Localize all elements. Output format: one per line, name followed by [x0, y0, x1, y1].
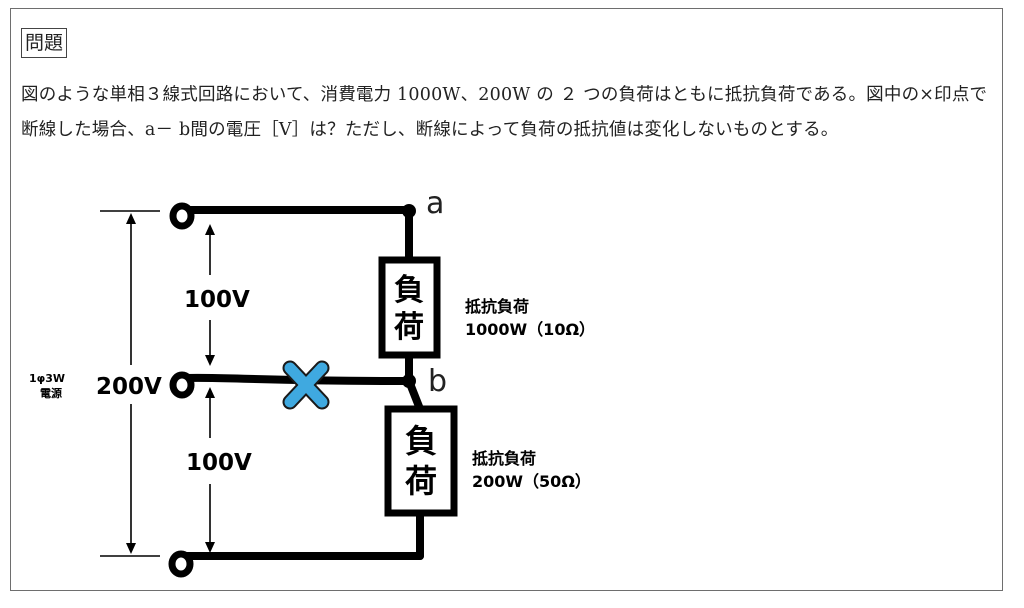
- break-mark-icon: [282, 360, 330, 410]
- problem-heading: 問題: [21, 28, 68, 58]
- load-upper-char2: 荷: [394, 310, 424, 345]
- source-terminals: [168, 202, 195, 578]
- problem-frame: [10, 8, 1003, 591]
- load-upper-char1: 負: [394, 273, 424, 308]
- load-upper-type: 抵抗負荷: [465, 297, 529, 316]
- load-lower-char2: 荷: [405, 462, 437, 500]
- load-lower-rating: 200W（50Ω）: [472, 472, 591, 491]
- junction-a-dot: [402, 204, 416, 218]
- question-text: 図のような単相３線式回路において、消費電力 1000W、200W の ２ つの負…: [21, 85, 988, 140]
- dimension-lines: [100, 210, 211, 557]
- dimension-arrowheads: [126, 213, 215, 554]
- point-b-label: b: [428, 364, 447, 399]
- source-label-line1: 1φ3W: [29, 372, 65, 385]
- load-lower-box: [384, 405, 458, 517]
- load-upper-rating: 1000W（10Ω）: [465, 320, 595, 339]
- total-voltage-label: 200V: [96, 374, 162, 400]
- source-label-line2: 電源: [40, 386, 62, 400]
- load-lower-char1: 負: [405, 422, 437, 460]
- upper-voltage-label: 100V: [184, 287, 250, 313]
- point-a-label: a: [426, 186, 444, 221]
- junction-b-dot: [402, 374, 416, 388]
- load-lower-type: 抵抗負荷: [472, 449, 536, 468]
- load-upper-box: [378, 256, 441, 359]
- lower-voltage-label: 100V: [186, 450, 252, 476]
